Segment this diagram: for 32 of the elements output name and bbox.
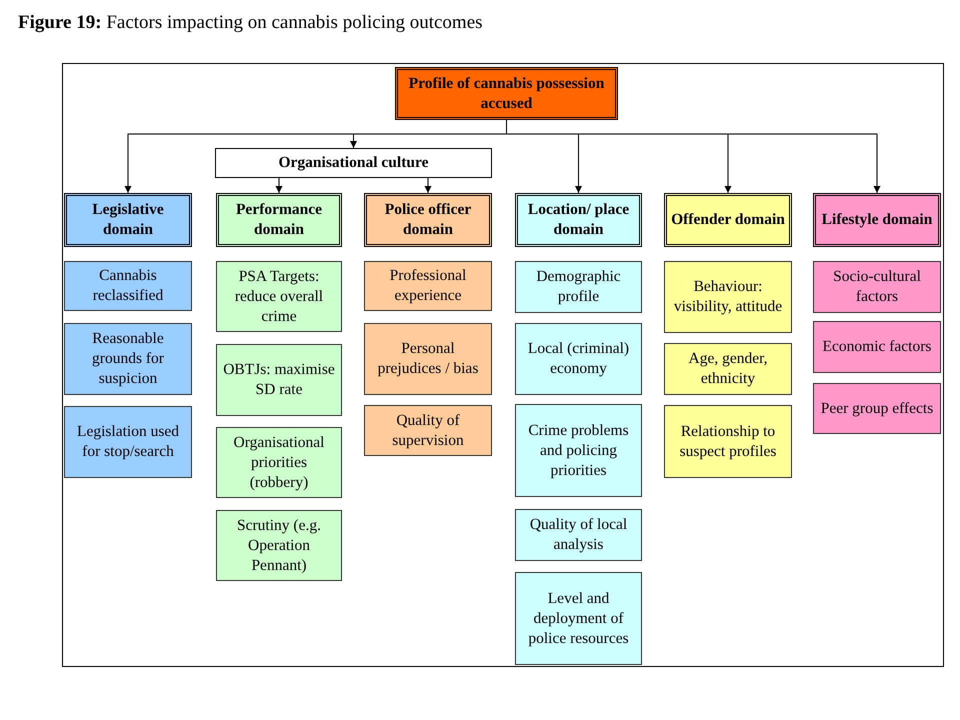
group-box: Organisational culture <box>215 148 492 178</box>
factor-box: Legislation used for stop/search <box>64 406 192 478</box>
domain-box: Performance domain <box>216 193 342 247</box>
factor-box: Behaviour: visibility, attitude <box>664 261 792 333</box>
factor-box: Demographic profile <box>515 261 642 313</box>
factor-box: Quality of supervision <box>364 405 492 456</box>
factor-box: Age, gender, ethnicity <box>664 343 792 395</box>
factor-box: Quality of local analysis <box>515 509 642 561</box>
header-box: Profile of cannabis possession accused <box>395 67 618 120</box>
factor-box: PSA Targets: reduce overall crime <box>216 261 342 332</box>
factor-box: Economic factors <box>813 321 941 373</box>
factor-box: Professional experience <box>364 261 492 311</box>
factor-box: OBTJs: maximise SD rate <box>216 344 342 416</box>
factor-box: Reasonable grounds for suspicion <box>64 323 192 395</box>
factor-box: Crime problems and policing priorities <box>515 404 642 497</box>
factor-box: Personal prejudices / bias <box>364 323 492 395</box>
factor-box: Cannabis reclassified <box>64 261 192 311</box>
arrow <box>276 178 282 194</box>
arrow <box>424 178 432 194</box>
domain-box: Location/ place domain <box>515 193 642 247</box>
domain-box: Offender domain <box>664 193 792 247</box>
factor-box: Socio-cultural factors <box>813 261 941 313</box>
factor-box: Peer group effects <box>813 383 941 434</box>
domain-box: Police officer domain <box>364 193 492 247</box>
factor-box: Local (criminal) economy <box>515 323 642 395</box>
factor-box: Organisational priorities (robbery) <box>216 427 342 498</box>
figure-title: Figure 19: Factors impacting on cannabis policing outcomes <box>18 12 483 34</box>
factor-box: Scrutiny (e.g. Operation Pennant) <box>216 510 342 581</box>
factor-box: Level and deployment of police resources <box>515 572 642 665</box>
domain-box: Lifestyle domain <box>813 193 941 247</box>
domain-box: Legislative domain <box>64 193 192 247</box>
factor-box: Relationship to suspect profiles <box>664 405 792 478</box>
